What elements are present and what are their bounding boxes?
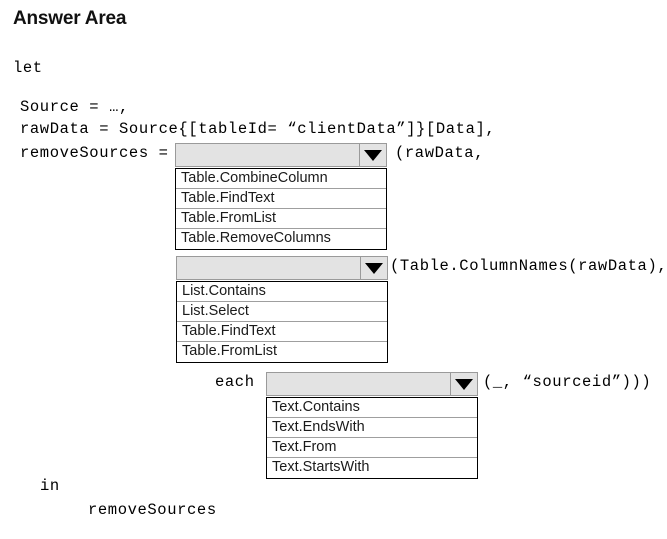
function-dropdown-1-options[interactable]: Table.CombineColumn Table.FindText Table… <box>175 168 387 250</box>
list-item[interactable]: List.Select <box>177 302 387 322</box>
code-fragment-columnnames-arg: (Table.ColumnNames(rawData), <box>390 257 667 275</box>
list-item[interactable]: Text.Contains <box>267 398 477 418</box>
code-line-result: removeSources <box>88 501 217 519</box>
function-dropdown-3-options[interactable]: Text.Contains Text.EndsWith Text.From Te… <box>266 397 478 479</box>
chevron-down-icon <box>364 149 382 161</box>
list-item[interactable]: Text.From <box>267 438 477 458</box>
list-item[interactable]: List.Contains <box>177 282 387 302</box>
code-keyword-in: in <box>40 477 60 495</box>
code-fragment-rawdata-arg: (rawData, <box>395 144 485 162</box>
function-dropdown-2[interactable]: List.Contains List.Select Table.FindText… <box>176 256 388 363</box>
list-item[interactable]: Table.CombineColumn <box>176 169 386 189</box>
page-title: Answer Area <box>13 8 127 29</box>
code-line-removesources: removeSources = <box>20 144 169 162</box>
function-dropdown-1[interactable]: Table.CombineColumn Table.FindText Table… <box>175 143 387 250</box>
function-dropdown-3-combo[interactable] <box>266 372 478 396</box>
code-line-source: Source = …, <box>20 98 129 116</box>
function-dropdown-1-arrow-button[interactable] <box>359 144 386 166</box>
list-item[interactable]: Table.RemoveColumns <box>176 229 386 249</box>
list-item[interactable]: Text.StartsWith <box>267 458 477 478</box>
function-dropdown-3-arrow-button[interactable] <box>450 373 477 395</box>
function-dropdown-2-value[interactable] <box>177 257 360 279</box>
code-line-let: let <box>13 59 43 77</box>
list-item[interactable]: Table.FindText <box>176 189 386 209</box>
function-dropdown-1-value[interactable] <box>176 144 359 166</box>
code-keyword-each: each <box>215 373 255 391</box>
function-dropdown-3-value[interactable] <box>267 373 450 395</box>
list-item[interactable]: Table.FromList <box>176 209 386 229</box>
function-dropdown-2-arrow-button[interactable] <box>360 257 387 279</box>
list-item[interactable]: Text.EndsWith <box>267 418 477 438</box>
list-item[interactable]: Table.FindText <box>177 322 387 342</box>
function-dropdown-2-combo[interactable] <box>176 256 388 280</box>
list-item[interactable]: Table.FromList <box>177 342 387 362</box>
function-dropdown-3[interactable]: Text.Contains Text.EndsWith Text.From Te… <box>266 372 478 479</box>
function-dropdown-2-options[interactable]: List.Contains List.Select Table.FindText… <box>176 281 388 363</box>
code-fragment-sourceid-arg: (_, “sourceid”))) <box>483 373 652 391</box>
code-line-rawdata: rawData = Source{[tableId= “clientData”]… <box>20 120 496 138</box>
chevron-down-icon <box>455 378 473 390</box>
function-dropdown-1-combo[interactable] <box>175 143 387 167</box>
chevron-down-icon <box>365 262 383 274</box>
